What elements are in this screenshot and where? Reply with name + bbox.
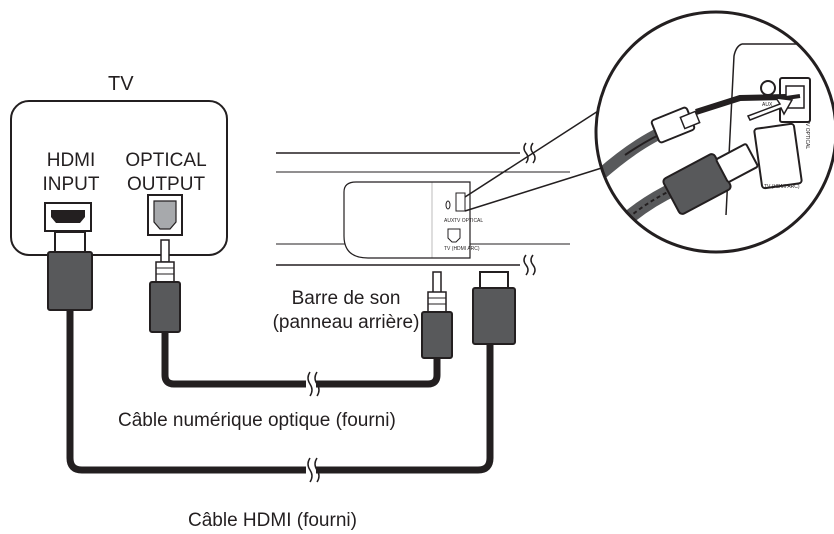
hdmi-cable — [66, 300, 494, 474]
soundbar-label-line2: (panneau arrière) — [272, 312, 420, 333]
hdmi-cable-label: Câble HDMI (fourni) — [188, 510, 357, 531]
tv-optical-plug — [149, 239, 181, 333]
svg-text:AUX: AUX — [444, 218, 455, 224]
zoom-detail-circle: AUX TV OPTICAL TV (HDMI ARC) — [594, 10, 834, 254]
optical-cable-label: Câble numérique optique (fourni) — [118, 410, 396, 431]
svg-text:TV OPTICAL: TV OPTICAL — [804, 120, 810, 149]
soundbar-hdmi-plug — [472, 271, 516, 345]
tv-title: TV — [108, 73, 134, 95]
optical-cable — [161, 330, 441, 388]
tv-hdmi-port — [44, 202, 92, 232]
svg-text:TV OPTICAL: TV OPTICAL — [454, 218, 483, 224]
soundbar-label-line1: Barre de son — [291, 288, 401, 309]
optical-output-label-line2: OUTPUT — [126, 174, 206, 195]
soundbar-label: Barre de son (panneau arrière) — [266, 287, 426, 335]
cable-break-marks — [306, 371, 320, 483]
soundbar-optical-plug — [421, 271, 453, 359]
optical-output-label: OPTICAL OUTPUT — [118, 149, 214, 197]
zoom-pointer-line — [464, 165, 609, 212]
tv-optical-port — [147, 194, 183, 236]
hdmi-input-label-line2: INPUT — [42, 174, 100, 195]
soundbar-panel: AUX TV OPTICAL TV (HDMI ARC) — [276, 142, 570, 276]
svg-text:TV (HDMI ARC): TV (HDMI ARC) — [764, 184, 800, 190]
hdmi-input-label-line1: HDMI — [46, 150, 96, 171]
svg-text:TV (HDMI ARC): TV (HDMI ARC) — [444, 246, 480, 252]
hdmi-input-label: HDMI INPUT — [30, 149, 112, 197]
tv-hdmi-plug — [47, 231, 93, 311]
optical-output-label-line1: OPTICAL — [125, 150, 207, 171]
svg-text:AUX: AUX — [762, 102, 773, 108]
